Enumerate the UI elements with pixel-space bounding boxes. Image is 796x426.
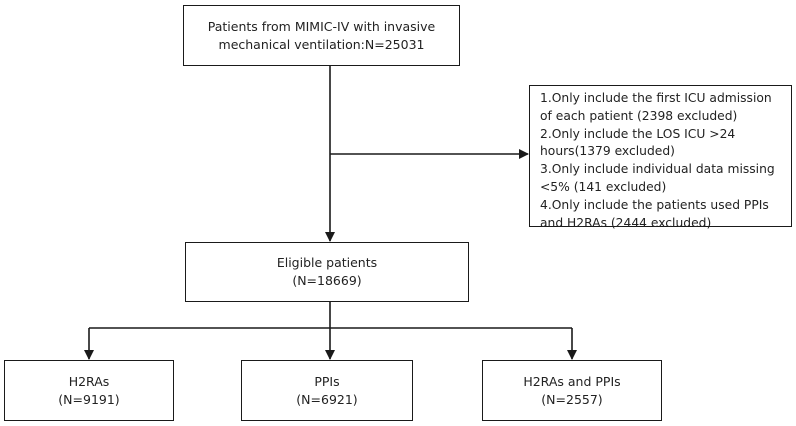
exclusion-line: hours(1379 excluded): [540, 144, 675, 159]
group-h2ras-box: H2RAs (N=9191): [4, 360, 174, 421]
source-population-box: Patients from MIMIC-IV with invasive mec…: [183, 5, 460, 66]
group-h2ras-and-ppis-box: H2RAs and PPIs (N=2557): [482, 360, 662, 421]
group-ppis-box: PPIs (N=6921): [241, 360, 413, 421]
exclusion-line: 3.Only include individual data missing: [540, 162, 775, 177]
group-ppis-label: PPIs: [314, 373, 340, 389]
eligible-patients-count: (N=18669): [292, 273, 362, 288]
exclusion-line: of each patient (2398 excluded): [540, 108, 738, 123]
source-population-line-1: Patients from MIMIC-IV with invasive: [207, 18, 436, 34]
group-h2ras-label: H2RAs: [68, 373, 110, 389]
exclusion-line: 1.Only include the first ICU admission: [540, 91, 772, 105]
group-ppis-count: (N=6921): [296, 391, 358, 407]
exclusion-line: 4.Only include the patients used PPIs: [540, 197, 769, 212]
eligible-patients-label: Eligible patients: [276, 255, 378, 270]
source-population-line-2: mechanical ventilation:N=25031: [218, 36, 425, 52]
eligible-patients-box: Eligible patients (N=18669): [185, 242, 469, 302]
exclusion-criteria-box: 1.Only include the first ICU admission o…: [529, 85, 792, 230]
group-h2ras-and-ppis-label: H2RAs and PPIs: [523, 373, 621, 389]
exclusion-line: 2.Only include the LOS ICU >24: [540, 126, 736, 141]
group-h2ras-and-ppis-count: (N=2557): [541, 391, 603, 407]
exclusion-line: and H2RAs (2444 excluded): [540, 215, 712, 230]
group-h2ras-count: (N=9191): [58, 391, 120, 407]
exclusion-line: <5% (141 excluded): [540, 179, 667, 194]
